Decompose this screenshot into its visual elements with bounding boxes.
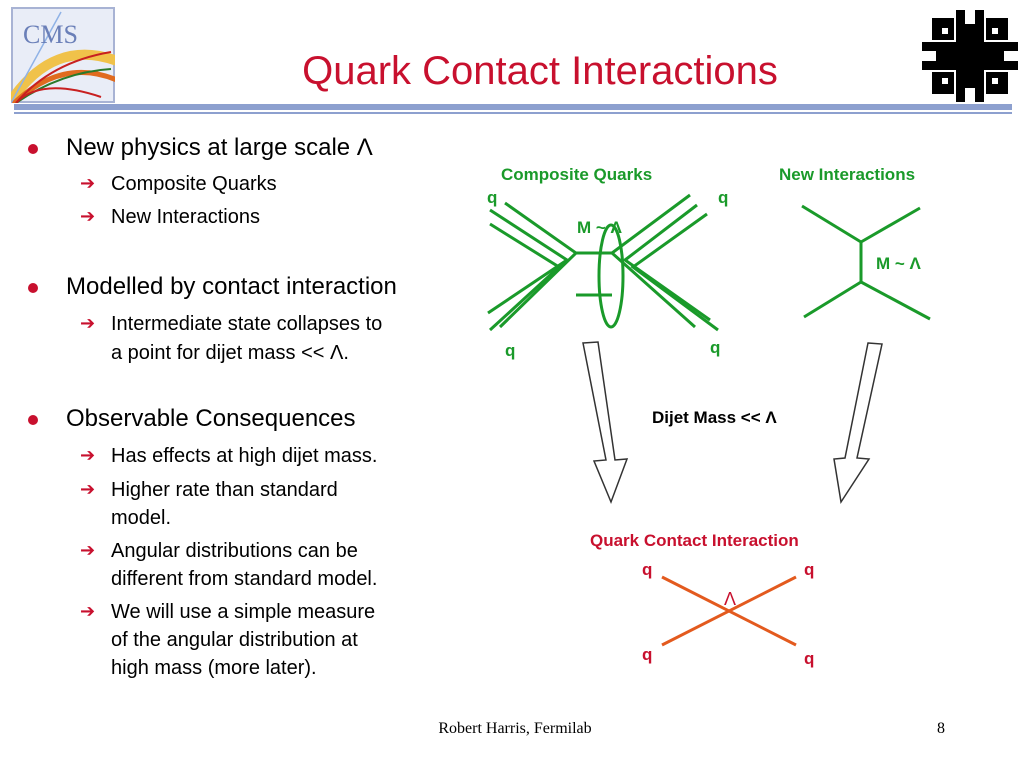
quark-label-contact-top-right: q	[804, 560, 814, 579]
fermilab-logo	[922, 10, 1018, 102]
quark-label-top-right: q	[718, 188, 728, 207]
quark-label-bottom-left: q	[505, 341, 515, 360]
new-interaction-lines	[801, 204, 931, 321]
quark-label-contact-bottom-left: q	[642, 645, 652, 664]
arrow-down-right-icon	[833, 342, 883, 505]
new-interactions-title: New Interactions	[779, 165, 915, 184]
bullet-text: New physics at large scale Λ	[66, 134, 373, 161]
footer-author: Robert Harris, Fermilab	[438, 720, 592, 737]
arrow-right-icon: ➔	[80, 313, 96, 334]
title-divider-thin	[14, 112, 1012, 114]
bullet-dot-icon	[28, 415, 38, 425]
quark-label-contact-top-left: q	[642, 560, 652, 579]
arrow-right-icon: ➔	[80, 601, 96, 622]
svg-text:CMS: CMS	[23, 20, 78, 49]
bullet-dot-icon	[28, 144, 38, 154]
sub-bullet-text: Has effects at high dijet mass.	[111, 445, 378, 467]
contact-lines	[661, 575, 797, 647]
sub-bullet-text: of the angular distribution at	[111, 629, 358, 651]
arrow-down-left-icon	[582, 341, 629, 505]
sub-bullet-text: We will use a simple measure	[111, 601, 376, 623]
contact-title: Quark Contact Interaction	[590, 531, 799, 550]
page-number: 8	[937, 720, 945, 737]
title-divider	[14, 104, 1012, 110]
composite-quark-lines	[487, 193, 719, 332]
sub-bullet-text: model.	[111, 507, 172, 529]
sub-bullet-text: New Interactions	[111, 206, 260, 228]
sub-bullet-text: high mass (more later).	[111, 657, 317, 679]
mass-label-new: M ~ Λ	[876, 254, 922, 273]
bullet-dot-icon	[28, 283, 38, 293]
composite-quarks-title: Composite Quarks	[501, 165, 652, 184]
bullet-text: Observable Consequences	[66, 405, 356, 432]
sub-bullet-text: a point for dijet mass << Λ.	[111, 342, 349, 364]
arrow-right-icon: ➔	[80, 173, 96, 194]
quark-label-top-left: q	[487, 188, 497, 207]
arrow-right-icon: ➔	[80, 445, 96, 466]
dijet-mass-label: Dijet Mass << Λ	[652, 408, 777, 427]
sub-bullet-text: Higher rate than standard	[111, 479, 338, 501]
feynman-diagram: Composite Quarks q q q q M ~ Λ New Inter…	[487, 165, 931, 668]
quark-label-bottom-right: q	[710, 338, 720, 357]
sub-bullet-text: Angular distributions can be	[111, 540, 358, 562]
arrow-right-icon: ➔	[80, 206, 96, 227]
slide-title: Quark Contact Interactions	[302, 49, 778, 93]
sub-bullet-text: different from standard model.	[111, 568, 378, 590]
bullet-text: Modelled by contact interaction	[66, 273, 397, 300]
composite-bound-state-ellipse	[597, 223, 625, 329]
sub-bullet-text: Composite Quarks	[111, 173, 277, 195]
cms-logo: CMS	[11, 7, 115, 103]
arrow-right-icon: ➔	[80, 540, 96, 561]
sub-bullet-text: Intermediate state collapses to	[111, 313, 383, 335]
arrow-right-icon: ➔	[80, 479, 96, 500]
quark-label-contact-bottom-right: q	[804, 649, 814, 668]
mass-label-composite: M ~ Λ	[577, 218, 623, 237]
lambda-label: Λ	[724, 589, 736, 609]
